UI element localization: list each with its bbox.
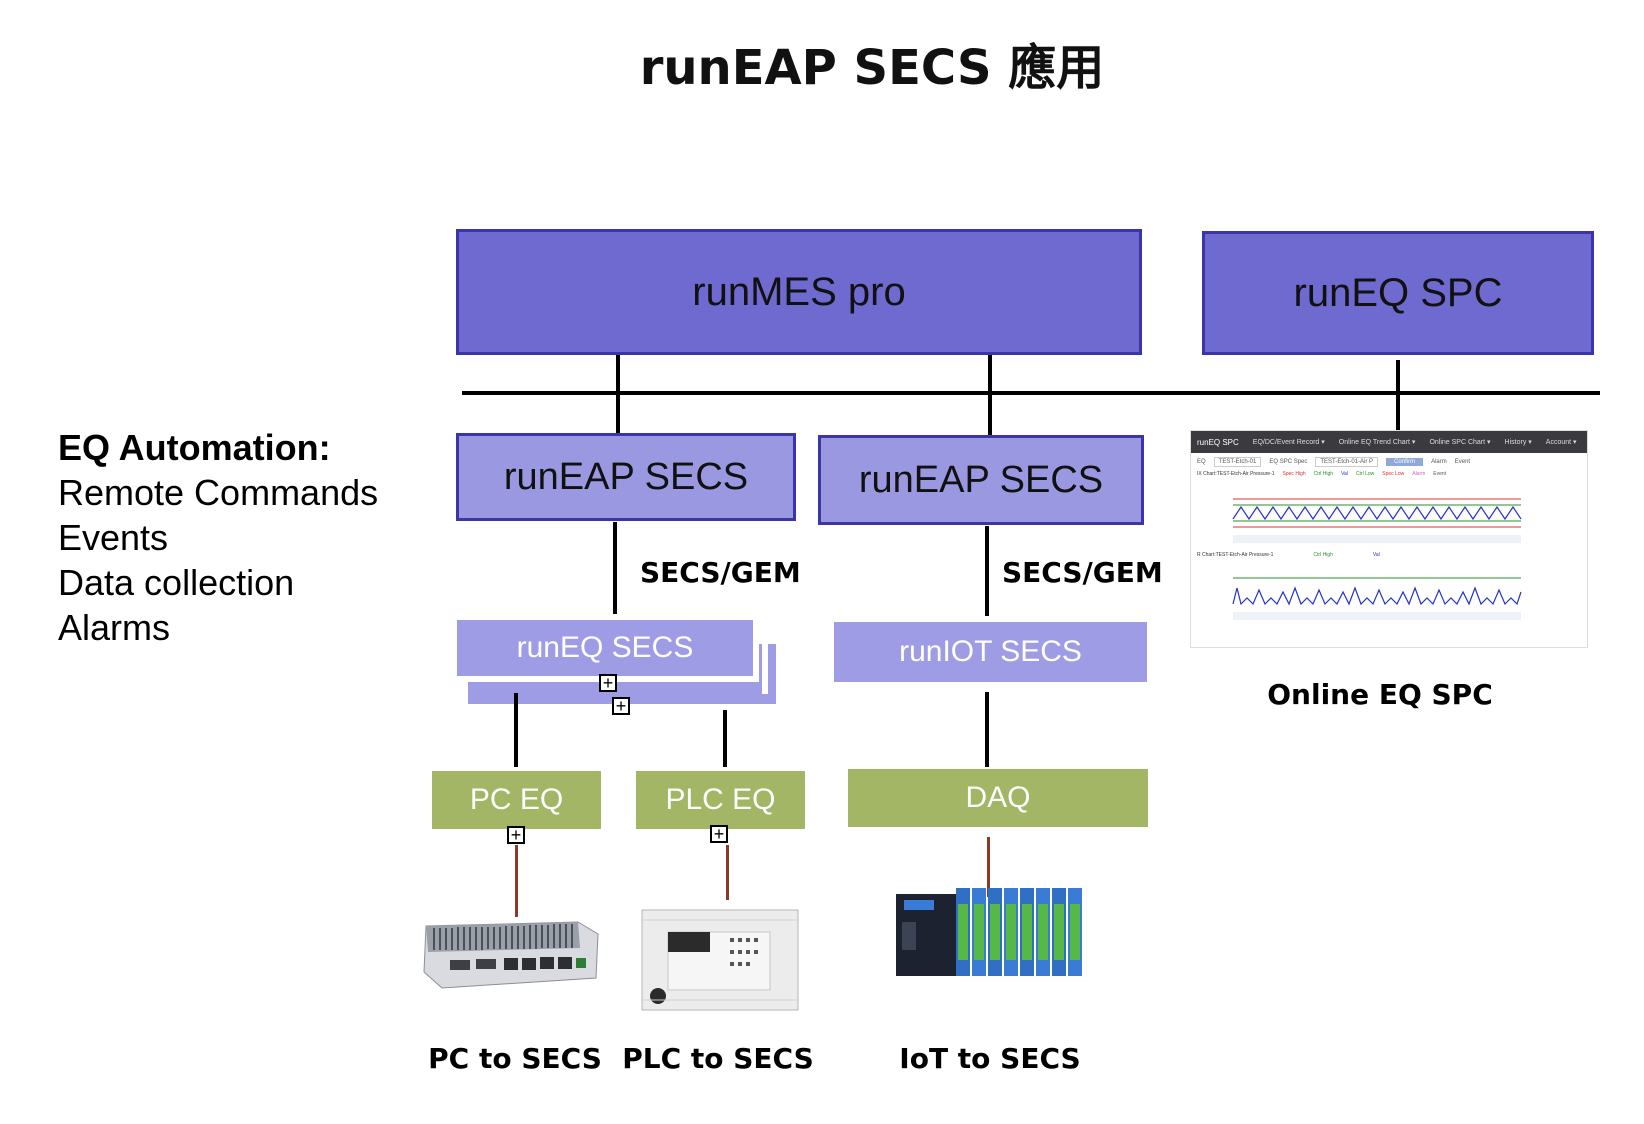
bus-line: [462, 391, 1600, 395]
spc-chart1: [1232, 498, 1522, 543]
spc-chart2-legend: Val: [1372, 552, 1380, 558]
mes-connector: [988, 355, 992, 435]
industrial-pc-image: [423, 921, 599, 989]
spc-menu-item[interactable]: History ▾: [1504, 439, 1532, 446]
spc-chart1-title: IX Chart:TEST-Etch-Air Pressure-1: [1197, 471, 1275, 477]
runeap-secs-box-left: runEAP SECS: [456, 433, 796, 521]
spc-event-checkbox[interactable]: Event: [1454, 459, 1471, 465]
plc-eq-box: PLC EQ: [636, 771, 805, 829]
legend-item: Alarms: [58, 607, 171, 648]
spc-app-bar: runEQ SPC EQ/DC/Event Record ▾ Online EQ…: [1191, 431, 1587, 453]
spc-chart1-legend: Spec High: [1282, 471, 1306, 477]
expand-icon[interactable]: +: [507, 826, 525, 844]
spc-chart1-legend: Ctrl Low: [1355, 471, 1375, 477]
spc-chart2: [1232, 577, 1522, 620]
spc-connector: [1396, 360, 1400, 435]
caption-iot-to-secs: IoT to SECS: [899, 1042, 1081, 1075]
spc-chart2-header: R Chart:TEST-Etch-Air Pressure-1 Ctrl Hi…: [1191, 552, 1587, 558]
spc-spec-select[interactable]: TEST-Etch-01-Air P: [1315, 457, 1379, 467]
legend-item: Data collection: [58, 562, 295, 603]
expand-icon[interactable]: +: [612, 697, 630, 715]
expand-icon[interactable]: +: [599, 674, 617, 692]
caption-plc-to-secs: PLC to SECS: [622, 1042, 814, 1075]
plc-image: [641, 909, 799, 1011]
daq-link: [985, 692, 989, 767]
spc-chart1-legend: Val: [1341, 471, 1348, 477]
legend-item: Remote Commands: [58, 472, 379, 513]
runeq-spc-box: runEQ SPC: [1202, 231, 1594, 355]
spc-eq-select[interactable]: TEST-Etch-01: [1213, 457, 1262, 467]
spc-app-name: runEQ SPC: [1197, 437, 1239, 447]
caption-pc-to-secs: PC to SECS: [428, 1042, 602, 1075]
runmes-pro-box: runMES pro: [456, 229, 1142, 355]
pc-eq-link: [514, 693, 518, 767]
spc-menu-item[interactable]: Online EQ Trend Chart ▾: [1338, 439, 1416, 446]
spc-chart1-legend: Ctrl High: [1313, 471, 1334, 477]
spc-chart1-legend: Event: [1433, 471, 1447, 477]
legend-item: Events: [58, 517, 169, 558]
spc-confirm-button[interactable]: Confirm: [1386, 458, 1424, 466]
page-title: runEAP SECS 應用: [639, 40, 1105, 96]
spc-filter-row: EQ TEST-Etch-01 EQ SPC Spec TEST-Etch-01…: [1191, 453, 1587, 471]
spc-menu-item[interactable]: Account ▾: [1545, 439, 1577, 446]
runeap-secs-box-right: runEAP SECS: [818, 435, 1144, 525]
spc-chart2-title: R Chart:TEST-Etch-Air Pressure-1: [1197, 552, 1274, 558]
plc-eq-link: [723, 710, 727, 767]
spc-screenshot: runEQ SPC EQ/DC/Event Record ▾ Online EQ…: [1190, 430, 1588, 648]
spc-spec-label: EQ SPC Spec: [1269, 459, 1308, 465]
spc-eq-label: EQ: [1197, 459, 1206, 465]
secs-link-left: [613, 522, 617, 614]
secs-link-right: [985, 526, 989, 616]
protocol-label-right: SECS/GEM: [1002, 556, 1163, 589]
legend-heading: EQ Automation:: [58, 427, 331, 468]
device-link-pc: [515, 845, 518, 917]
automation-legend: EQ Automation: Remote Commands Events Da…: [58, 425, 378, 650]
daq-box: DAQ: [848, 769, 1148, 827]
spc-menu-item[interactable]: Online SPC Chart ▾: [1429, 439, 1491, 446]
spc-menu-item[interactable]: EQ/DC/Event Record ▾: [1252, 439, 1325, 446]
runeq-secs-shadow-gap: [762, 638, 768, 694]
pc-eq-box: PC EQ: [432, 771, 601, 829]
mes-connector: [616, 355, 620, 435]
spc-chart2-legend: Ctrl High: [1313, 552, 1333, 558]
spc-chart1-header: IX Chart:TEST-Etch-Air Pressure-1 Spec H…: [1191, 471, 1587, 477]
daq-module-image: [896, 888, 1082, 976]
device-link-plc: [726, 845, 729, 900]
caption-online-eq-spc: Online EQ SPC: [1267, 678, 1493, 711]
expand-icon[interactable]: +: [710, 825, 728, 843]
device-link-daq: [987, 837, 990, 897]
protocol-label-left: SECS/GEM: [640, 556, 801, 589]
spc-alarm-checkbox[interactable]: Alarm: [1431, 459, 1447, 465]
runiot-secs-box: runIOT SECS: [834, 622, 1147, 682]
spc-chart1-legend: Alarm: [1412, 471, 1426, 477]
spc-chart1-legend: Spec Low: [1382, 471, 1405, 477]
